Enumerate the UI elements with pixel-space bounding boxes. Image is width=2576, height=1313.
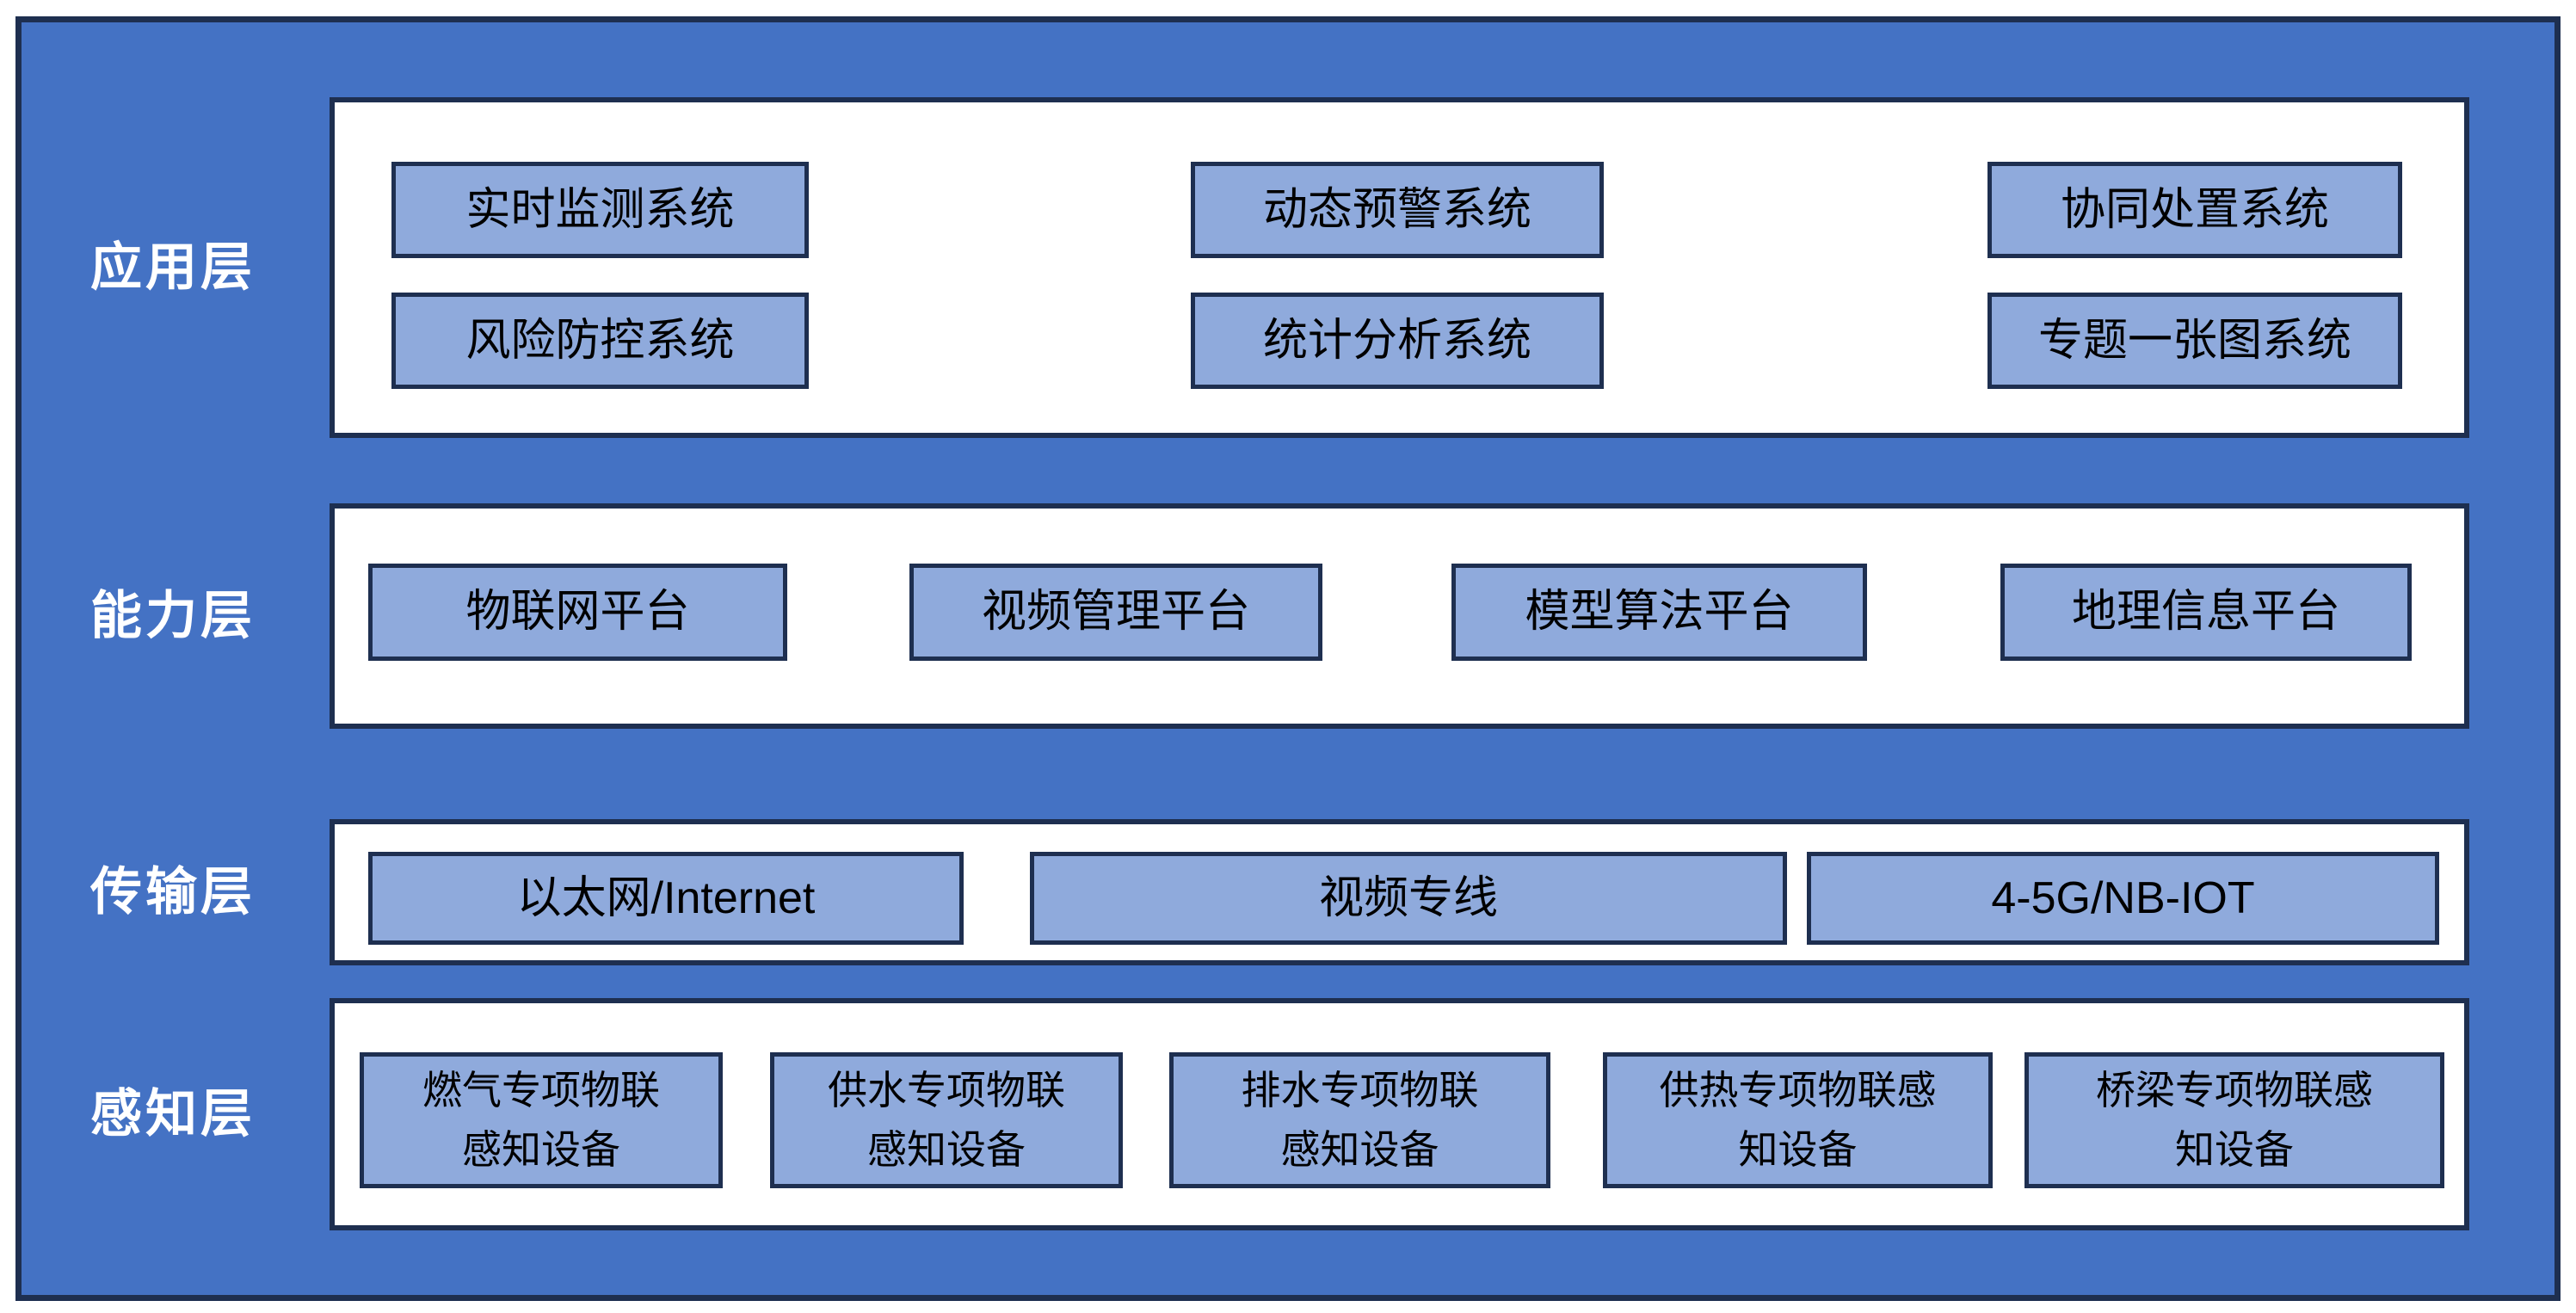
box-video-private-line: 视频专线 (1030, 852, 1787, 945)
box-drainage-iot-sensing-devices: 排水专项物联 感知设备 (1169, 1052, 1550, 1188)
box-ethernet-internet: 以太网/Internet (368, 852, 964, 945)
box-statistical-analysis-system: 统计分析系统 (1191, 293, 1604, 389)
layer-label-transport: 传输层 (90, 863, 256, 921)
box-iot-platform: 物联网平台 (368, 564, 787, 661)
layer-label-perception: 感知层 (90, 1085, 256, 1143)
box-gas-iot-sensing-devices: 燃气专项物联 感知设备 (360, 1052, 723, 1188)
box-bridge-iot-sensing-devices: 桥梁专项物联感 知设备 (2024, 1052, 2444, 1188)
box-dynamic-warning-system: 动态预警系统 (1191, 162, 1604, 258)
box-thematic-one-map-system: 专题一张图系统 (1987, 293, 2402, 389)
layer-label-capability: 能力层 (90, 587, 256, 644)
box-risk-prevention-system: 风险防控系统 (391, 293, 809, 389)
layer-label-application: 应用层 (90, 238, 256, 296)
box-collaborative-disposal-system: 协同处置系统 (1987, 162, 2402, 258)
box-realtime-monitoring-system: 实时监测系统 (391, 162, 809, 258)
box-4-5g-nb-iot: 4-5G/NB-IOT (1807, 852, 2439, 945)
box-water-supply-iot-sensing-devices: 供水专项物联 感知设备 (770, 1052, 1123, 1188)
box-heating-iot-sensing-devices: 供热专项物联感 知设备 (1603, 1052, 1993, 1188)
box-geographic-information-platform: 地理信息平台 (2000, 564, 2412, 661)
box-model-algorithm-platform: 模型算法平台 (1451, 564, 1867, 661)
box-video-management-platform: 视频管理平台 (909, 564, 1322, 661)
